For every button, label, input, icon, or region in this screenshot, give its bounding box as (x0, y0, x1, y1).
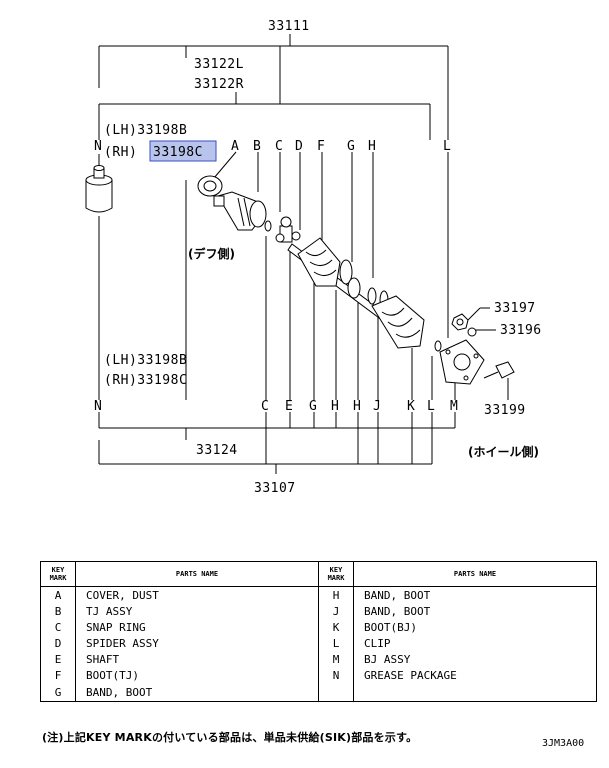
key-bottom-8: L (427, 399, 435, 414)
table-row: E SHAFT M BJ ASSY (40, 651, 597, 667)
label-33198c-highlighted[interactable]: 33198C (153, 145, 203, 160)
label-33197: 33197 (494, 301, 536, 316)
part-name-cell: BAND, BOOT (353, 603, 597, 619)
label-33122r: 33122R (194, 77, 244, 92)
part-name-cell: TJ ASSY (75, 603, 319, 619)
key-top-0: N (94, 139, 102, 154)
key-cell: F (40, 667, 76, 683)
bj-boot-icon (371, 295, 425, 349)
part-name-cell: CLIP (353, 635, 597, 651)
key-cell: L (318, 635, 354, 651)
part-name-cell: BOOT(BJ) (353, 619, 597, 635)
snap-ring-icon (264, 220, 272, 232)
key-bottom-0: N (94, 399, 102, 414)
table-row: D SPIDER ASSY L CLIP (40, 635, 597, 651)
part-name-cell (353, 683, 597, 702)
label-33111: 33111 (268, 19, 310, 34)
key-bottom-1: C (261, 399, 269, 414)
label-33122l: 33122L (194, 57, 244, 72)
table-row: A COVER, DUST H BAND, BOOT (40, 586, 597, 603)
key-bottom-6: J (373, 399, 381, 414)
key-top-7: H (368, 139, 376, 154)
part-name-cell: SHAFT (75, 651, 319, 667)
label-33124: 33124 (196, 443, 238, 458)
key-bottom-5: H (353, 399, 361, 414)
exploded-parts-diagram: 33111 33122L 33122R (LH)33198B (RH) 3319… (85, 19, 542, 496)
key-cell: H (318, 586, 354, 603)
table-row: F BOOT(TJ) N GREASE PACKAGE (40, 667, 597, 683)
key-cell: G (40, 683, 76, 702)
key-top-8: L (443, 139, 451, 154)
key-cell: N (318, 667, 354, 683)
part-name-cell: SNAP RING (75, 619, 319, 635)
header-parts-name-left: PARTS NAME (75, 561, 319, 587)
diff-side-note: (デフ側) (188, 246, 235, 261)
key-top-3: C (275, 139, 283, 154)
key-cell: J (318, 603, 354, 619)
table-row: B TJ ASSY J BAND, BOOT (40, 603, 597, 619)
tj-boot-icon (297, 237, 341, 287)
part-name-cell: BJ ASSY (353, 651, 597, 667)
nut-icon (451, 313, 469, 331)
key-cell: C (40, 619, 76, 635)
key-cell: B (40, 603, 76, 619)
key-top-4: D (295, 139, 303, 154)
bj-assy-flange-icon (439, 339, 485, 385)
label-33199: 33199 (484, 403, 526, 418)
key-cell: D (40, 635, 76, 651)
label-rh-prefix-top: (RH) (104, 145, 137, 160)
table-row: C SNAP RING K BOOT(BJ) (40, 619, 597, 635)
part-name-cell: BAND, BOOT (353, 586, 597, 603)
label-33107: 33107 (254, 481, 296, 496)
label-lh-33198b-bottom: (LH)33198B (104, 353, 187, 368)
part-name-cell: SPIDER ASSY (75, 635, 319, 651)
wheel-side-note: (ホイール側) (468, 444, 539, 459)
key-cell: A (40, 586, 76, 603)
bolt-icon (483, 361, 515, 379)
label-33196: 33196 (500, 323, 542, 338)
key-cell: M (318, 651, 354, 667)
part-name-cell: BOOT(TJ) (75, 667, 319, 683)
key-bottom-7: K (407, 399, 415, 414)
key-cell (318, 683, 354, 702)
table-row: G BAND, BOOT (40, 683, 597, 702)
key-bottom-2: E (285, 399, 293, 414)
key-top-5: F (317, 139, 325, 154)
dust-cover-icon (197, 175, 223, 197)
washer-icon (467, 327, 477, 337)
header-parts-name-right: PARTS NAME (353, 561, 597, 587)
part-number-highlight (149, 140, 217, 162)
key-cell: K (318, 619, 354, 635)
figure-code: 3JM3A00 (542, 738, 585, 749)
part-name-cell: COVER, DUST (75, 586, 319, 603)
key-top-1: A (231, 139, 239, 154)
key-bottom-3: G (309, 399, 317, 414)
label-lh-33198b-top: (LH)33198B (104, 123, 187, 138)
tj-assy-icon (213, 191, 267, 231)
grease-package-icon (85, 165, 113, 213)
part-name-cell: BAND, BOOT (75, 683, 319, 702)
part-name-cell: GREASE PACKAGE (353, 667, 597, 683)
clip-icon (434, 340, 442, 352)
key-top-2: B (253, 139, 261, 154)
label-rh-33198c-bottom: (RH)33198C (104, 373, 187, 388)
spider-assy-icon (275, 216, 301, 243)
key-bottom-9: M (450, 399, 458, 414)
key-cell: E (40, 651, 76, 667)
footnote: (注)上記KEY MARKの付いている部品は、単品未供給(SIK)部品を示す。 (42, 731, 418, 744)
key-bottom-4: H (331, 399, 339, 414)
key-top-6: G (347, 139, 355, 154)
